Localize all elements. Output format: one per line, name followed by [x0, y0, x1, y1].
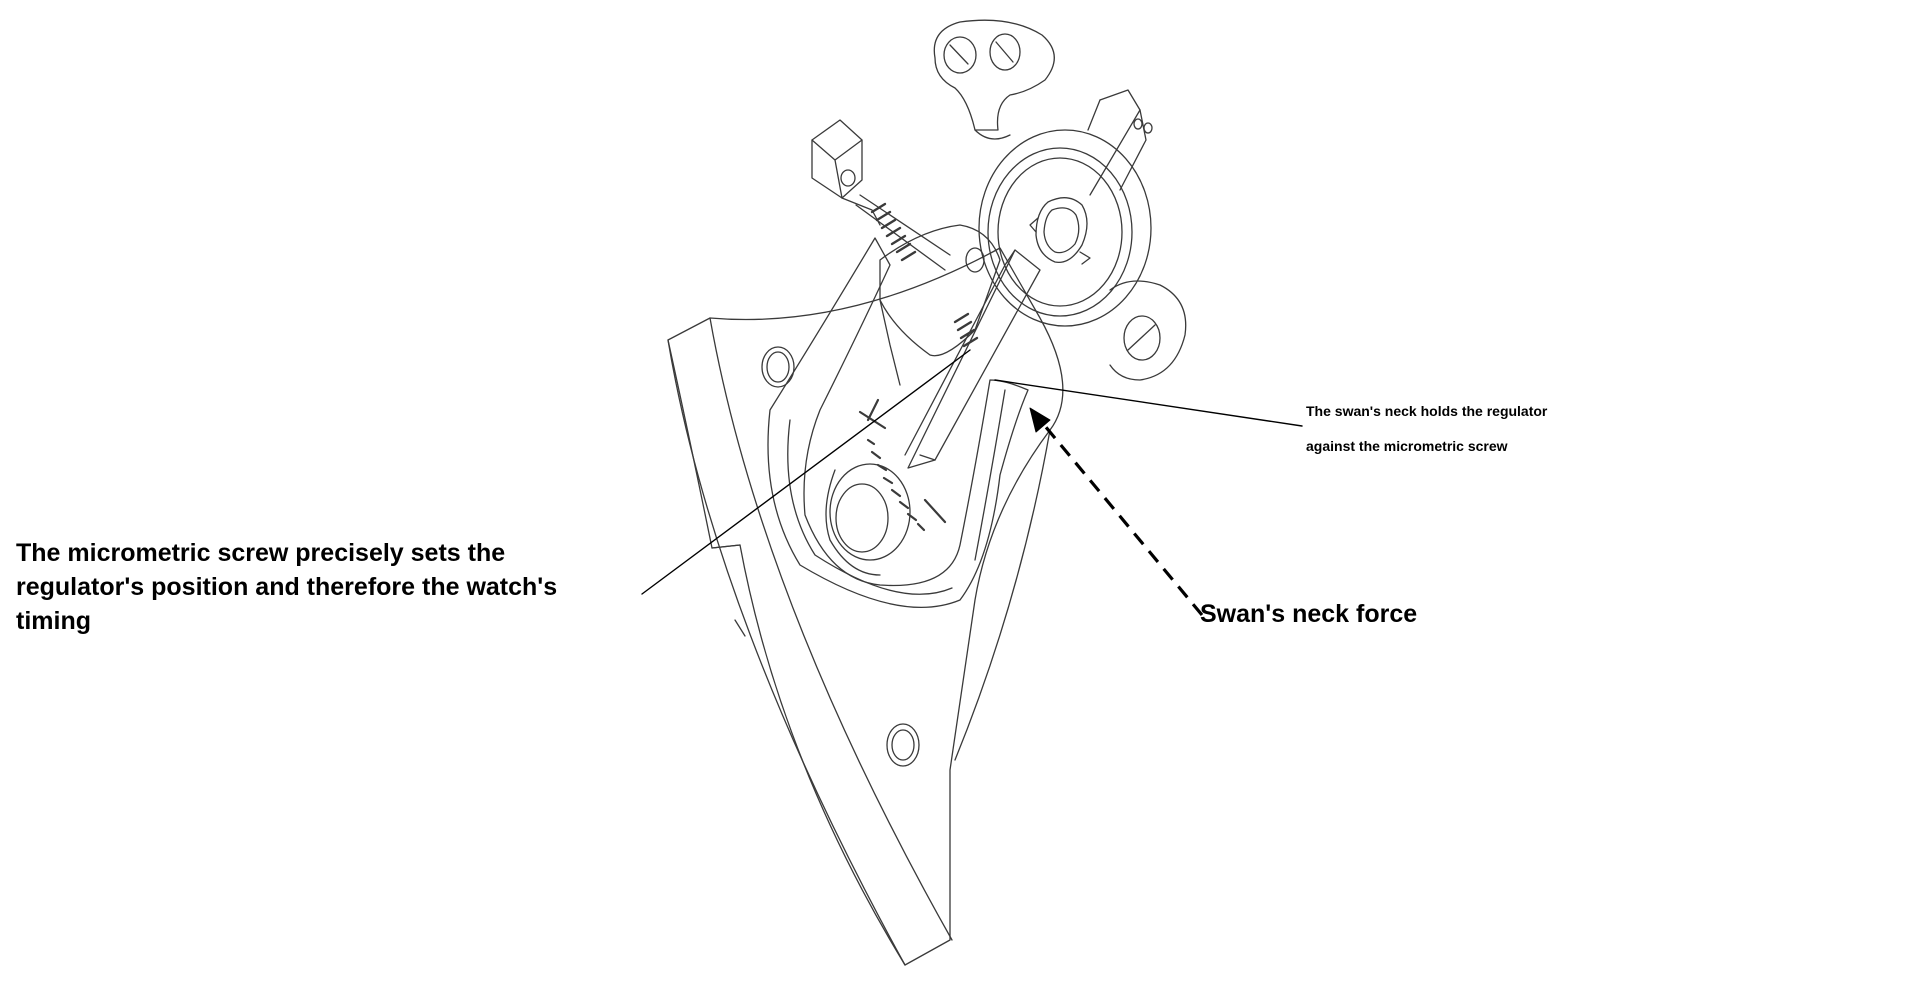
swans-neck-force-label: Swan's neck force [1200, 600, 1418, 628]
screw-leader-line [641, 349, 971, 595]
micrometric-screw-label: The micrometric screw precisely sets the… [16, 539, 558, 635]
bridge-plate [667, 247, 1064, 966]
swans-neck-holds-line-1: The swan's neck holds the regulator [1306, 403, 1548, 419]
regulator-slot [825, 463, 911, 576]
micrometric-screw-thread [870, 202, 979, 348]
swans-neck-force-arrow [1029, 407, 1204, 617]
leader-lines [641, 349, 1303, 595]
swans-neck-holds-line-2: against the micrometric screw [1306, 438, 1508, 454]
plate-screw-holes [761, 346, 920, 767]
swans-neck-holds-label: The swan's neck holds the regulator agai… [1306, 394, 1606, 464]
neck-holds-leader-line [994, 379, 1303, 427]
balance-cock-bearing [978, 129, 1152, 327]
top-eccentric-piece [933, 19, 1055, 140]
regulation-scale [858, 398, 947, 532]
lower-screw-lobe [1109, 280, 1187, 381]
stud-carrier [1087, 89, 1153, 196]
micrometric-screw [811, 119, 951, 271]
swans-neck-spring [767, 237, 1029, 608]
